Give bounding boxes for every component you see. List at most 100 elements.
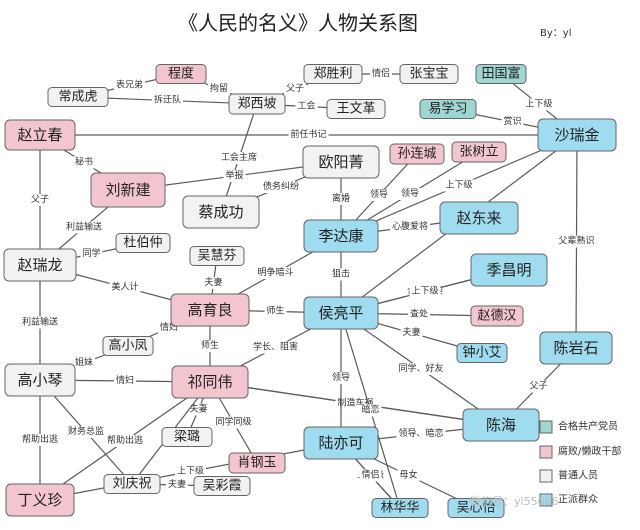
node-box [303, 426, 379, 460]
relation-label-bg [213, 416, 254, 429]
person-name: 孙连城 [397, 146, 436, 162]
relation-label: 暗恋 [361, 404, 379, 416]
relation-label: 师生 [266, 305, 284, 317]
relation-label-bg [20, 316, 60, 329]
person-name: 郑胜利 [313, 67, 352, 82]
relation-label: 父辈熟识 [558, 235, 594, 247]
person-name: 沙瑞金 [554, 126, 599, 144]
person-name: 祁同伟 [187, 373, 232, 391]
relation-label: 同学同级 [215, 416, 251, 428]
relation-label: 利益输送 [22, 316, 58, 328]
person-node-sunliancheng: 孙连城 [389, 143, 445, 165]
person-node-chengdu: 程度 [155, 64, 207, 84]
person-name: 梁璐 [174, 430, 200, 445]
legend-swatch [539, 420, 553, 434]
node-box [451, 141, 507, 163]
relation-label-bg [359, 469, 382, 482]
person-name: 钟小艾 [462, 345, 501, 361]
relation-label-bg [73, 357, 95, 369]
person-node-chenhai: 陈海 [462, 408, 540, 442]
relation-label: 狙击 [332, 268, 350, 280]
person-name: 赵东来 [456, 209, 501, 227]
node-box [302, 145, 380, 179]
person-node-gaoxiaoqin: 高小琴 [4, 363, 76, 397]
person-node-liuqingzhu: 刘庆祝 [103, 474, 161, 494]
diagram-title: 《人民的名义》人物关系图 [178, 11, 418, 35]
relation-label: 夫妻 [204, 276, 222, 288]
relation-label-bg [223, 170, 246, 182]
node-box [439, 201, 519, 235]
relation-label: 秘书 [75, 156, 93, 168]
person-node-zhengxipo: 郑西坡 [228, 93, 286, 115]
node-box [4, 363, 76, 397]
node-box [161, 427, 213, 447]
person-node-lidakang: 李达康 [303, 219, 379, 253]
relation-label-bg [288, 129, 329, 141]
relation-label: 前任书记 [290, 128, 326, 140]
relation-label: 父子 [286, 83, 304, 94]
relation-label: 上下级 [411, 285, 438, 297]
relation-label-bg [400, 327, 423, 339]
person-name: 高小琴 [17, 371, 62, 389]
person-name: 吴慧芬 [197, 248, 236, 264]
person-name: 刘新建 [105, 181, 150, 199]
relation-label: 美人计 [111, 281, 138, 293]
relation-label-bg [527, 380, 550, 393]
person-node-zhaorulong: 赵瑞龙 [3, 248, 77, 282]
node-box [303, 64, 363, 84]
relation-label-bg [359, 404, 382, 417]
person-node-zhangbaobao: 张宝宝 [399, 64, 459, 84]
legend-swatch [539, 445, 553, 459]
person-node-gaoxiaofeng: 高小凤 [102, 336, 154, 356]
relation-label-bg [408, 308, 430, 321]
node-box [419, 99, 477, 119]
legend-label: 正派群众 [558, 493, 598, 506]
person-node-zhaodehan: 赵德汉 [470, 305, 524, 327]
node-box [102, 336, 154, 356]
person-name: 林华华 [380, 501, 419, 516]
relation-label-bg [330, 372, 352, 384]
relation-label: 情侣 [361, 469, 379, 481]
node-box [399, 64, 459, 84]
person-node-zhengshengli: 郑胜利 [303, 64, 363, 84]
node-box [103, 474, 161, 494]
person-node-liuxinjian: 刘新建 [90, 172, 166, 208]
relation-label: 帮助出逃 [22, 433, 58, 445]
person-name: 程度 [168, 66, 194, 82]
person-node-zhongxiaoai: 钟小艾 [456, 343, 508, 363]
person-name: 李达康 [318, 227, 363, 245]
person-node-sharuijin: 沙瑞金 [537, 118, 617, 152]
person-name: 易学习 [428, 101, 467, 117]
person-name: 吴心怡 [456, 501, 495, 516]
node-box [470, 305, 524, 327]
person-node-luyike: 陆亦可 [303, 426, 379, 460]
watermark: 微信号：yl55686 [470, 494, 559, 508]
relation-label: 学长、阻害 [253, 341, 298, 353]
relation-label: 查处 [410, 308, 428, 320]
relation-label: 情侣 [372, 67, 390, 79]
relation-label-bg [219, 152, 259, 164]
person-name: 陈海 [486, 416, 516, 434]
person-node-linhuahua: 林华华 [371, 498, 429, 518]
relation-label-bg [255, 267, 296, 279]
person-name: 王文革 [336, 102, 375, 117]
node-box [5, 483, 75, 517]
node-box [537, 118, 617, 152]
node-box [228, 452, 286, 474]
node-box [470, 253, 548, 287]
person-name: 高育良 [187, 301, 232, 319]
relation-label-bg [390, 221, 430, 233]
person-name: 田国富 [481, 66, 520, 82]
person-node-zhaolichun: 赵立春 [4, 119, 76, 151]
node-box [326, 99, 386, 119]
relation-label-bg [80, 248, 103, 260]
node-box [475, 64, 527, 84]
relation-label-bg [251, 341, 300, 354]
relation-label-bg [66, 426, 106, 438]
person-node-tianguofu: 田国富 [475, 64, 527, 84]
node-box [4, 119, 76, 151]
person-name: 张树立 [459, 145, 498, 160]
node-box [155, 64, 207, 84]
relation-label-bg [396, 428, 446, 440]
